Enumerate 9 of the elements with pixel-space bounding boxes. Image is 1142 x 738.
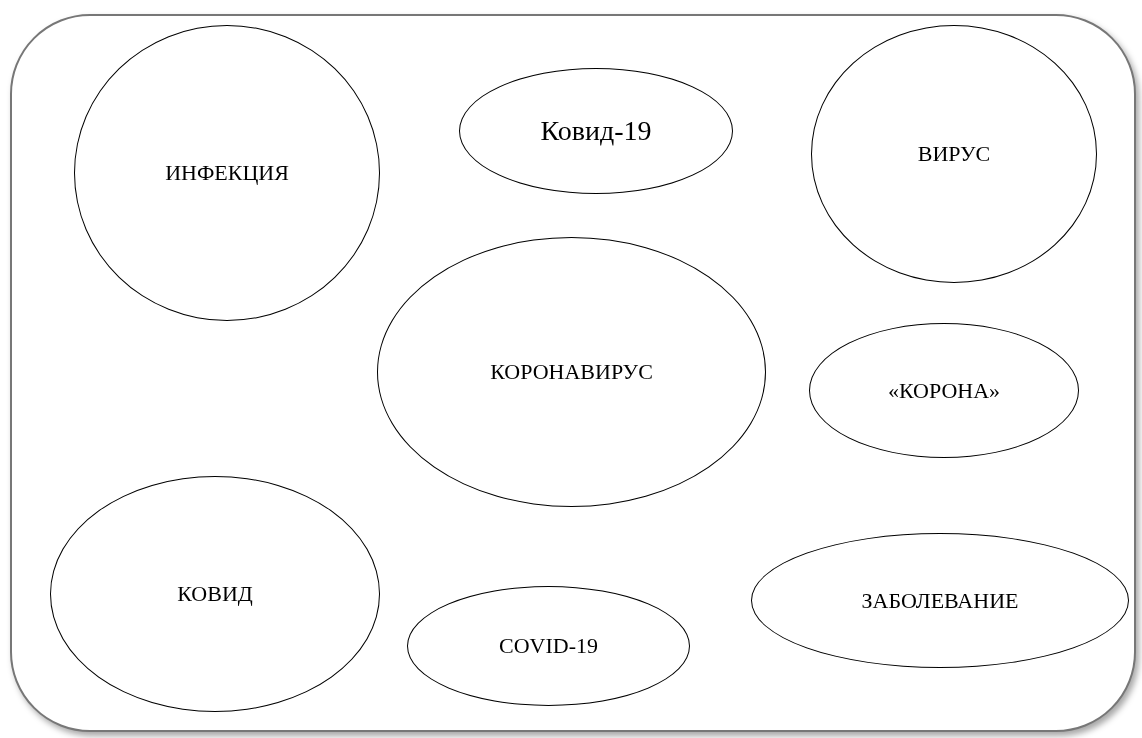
node-label: ЗАБОЛЕВАНИЕ	[861, 587, 1019, 614]
node-label: КОВИД	[177, 581, 253, 607]
node-label: COVID-19	[499, 633, 598, 659]
node-label: ВИРУС	[917, 141, 991, 167]
node-label: КОРОНАВИРУС	[490, 359, 653, 385]
node-label: «КОРОНА»	[887, 377, 1001, 404]
node-label: ИНФЕКЦИЯ	[165, 160, 289, 186]
frame-background	[10, 14, 1136, 732]
node-label: Ковид-19	[540, 115, 652, 147]
